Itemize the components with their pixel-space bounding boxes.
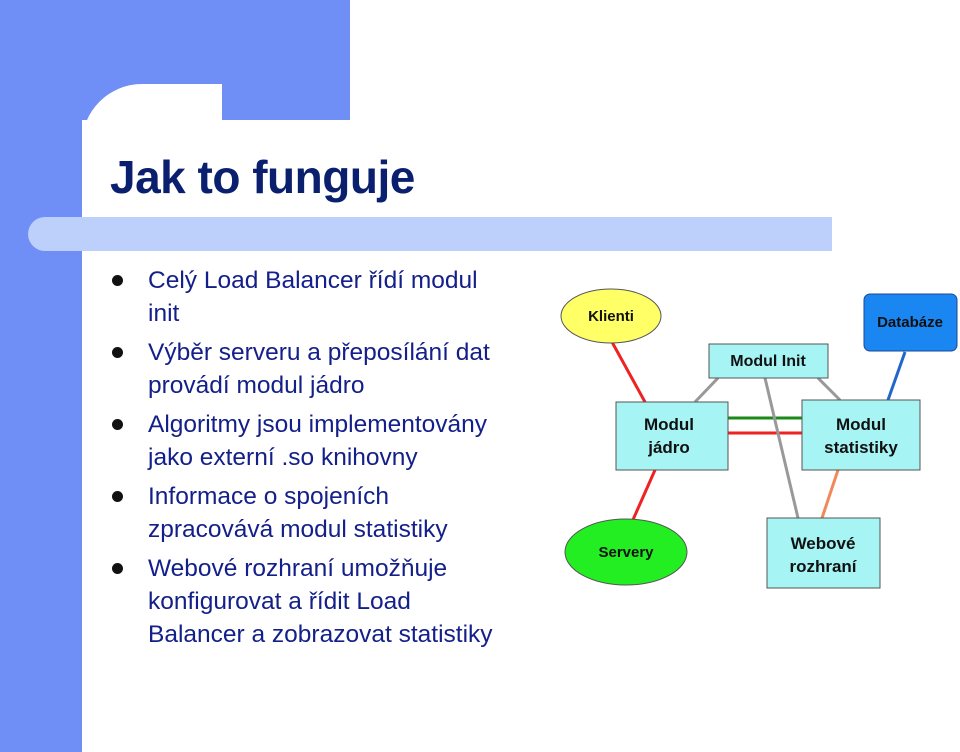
left-decoration-bar (0, 0, 82, 752)
bullet-line: Informace o spojeních (148, 483, 390, 510)
node-klienti-label: Klienti (588, 308, 634, 325)
edge-klienti-jadro (610, 341, 647, 403)
bullet-item: Informace o spojeních zpracovává modul st… (112, 480, 552, 546)
edge-jadro-servery (630, 469, 657, 523)
bullet-line: Celý Load Balancer řídí modul (148, 267, 478, 294)
bullet-item: Webové rozhraní umožňuje konfigurovat a ř… (112, 552, 552, 651)
bullet-item: Algoritmy jsou implementovány jako extern… (112, 408, 552, 474)
bullet-dot-icon (112, 491, 123, 502)
slide-title: Jak to funguje (110, 151, 415, 203)
node-databaze-label: Databáze (877, 314, 943, 331)
bullet-line: Algoritmy jsou implementovány (148, 411, 488, 438)
bullet-dot-icon (112, 419, 123, 430)
bullet-line: provádí modul jádro (148, 372, 365, 399)
edge-init-webove (763, 377, 800, 519)
node-servery: Servery (564, 518, 688, 586)
bullet-line: zpracovává modul statistiky (148, 516, 448, 543)
bullet-dot-icon (112, 563, 123, 574)
corner-decoration (82, 84, 222, 204)
node-webove-rozhrani-label-1: Webové (791, 534, 856, 553)
edge-statistiky-databaze (886, 351, 907, 401)
bullet-line: init (148, 300, 180, 327)
node-modul-init-label: Modul Init (730, 353, 806, 370)
bullet-item: Výběr serveru a přeposílání dat provádí m… (112, 336, 552, 402)
bullet-list: Celý Load Balancer řídí modul init Výběr … (112, 264, 552, 657)
node-modul-init: Modul Init (708, 343, 829, 379)
node-webove-rozhrani: Webové rozhraní (766, 517, 881, 589)
bullet-line: Výběr serveru a přeposílání dat (148, 339, 490, 366)
node-modul-jadro-label-1: Modul (644, 415, 694, 434)
title-underline-band (28, 217, 832, 251)
node-servery-label: Servery (598, 544, 654, 561)
edge-init-jadro (693, 376, 720, 404)
node-modul-statistiky-label-2: statistiky (824, 438, 898, 457)
node-modul-jadro-label-2: jádro (647, 438, 690, 457)
bullet-item: Celý Load Balancer řídí modul init (112, 264, 552, 330)
edge-init-statistiky (816, 376, 842, 402)
edge-statistiky-webove (820, 469, 840, 519)
node-klienti: Klienti (560, 288, 662, 344)
node-databaze: Databáze (863, 293, 958, 352)
bullet-line: konfigurovat a řídit Load (148, 588, 411, 615)
bullet-dot-icon (112, 347, 123, 358)
bullet-line: Balancer a zobrazovat statistiky (148, 621, 493, 648)
node-modul-jadro: Modul jádro (615, 401, 729, 471)
node-modul-statistiky: Modul statistiky (801, 399, 921, 471)
node-modul-statistiky-label-1: Modul (836, 415, 886, 434)
bullet-line: Webové rozhraní umožňuje (148, 555, 448, 582)
bullet-dot-icon (112, 275, 123, 286)
node-webove-rozhrani-label-2: rozhraní (789, 557, 857, 576)
bullet-line: jako externí .so knihovny (148, 444, 418, 471)
